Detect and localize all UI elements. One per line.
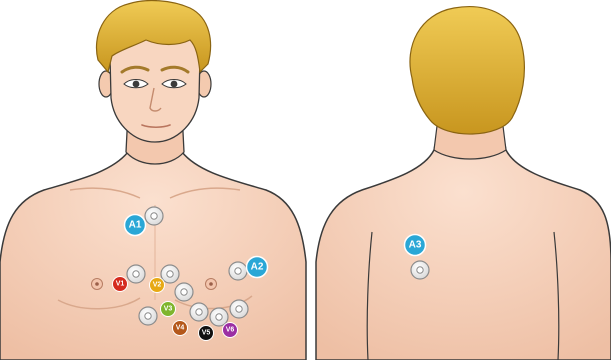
front-torso <box>0 132 306 360</box>
electrode-label-v2: V2 <box>153 282 162 289</box>
back-figure <box>316 7 611 360</box>
electrode-badge-a1: A1 <box>125 215 146 236</box>
electrode-pad-v1 <box>127 265 145 283</box>
electrode-pad-v2 <box>161 265 179 283</box>
electrode-pad-a1 <box>145 207 163 225</box>
electrode-label-a1: A1 <box>129 220 142 231</box>
electrode-badge-a3: A3 <box>405 235 426 256</box>
electrode-badge-v4: V4 <box>173 321 188 336</box>
electrode-badge-v2: V2 <box>150 278 165 293</box>
electrode-label-a2: A2 <box>251 262 264 273</box>
electrode-pad-ref-1 <box>139 307 157 325</box>
electrode-label-v5: V5 <box>202 330 211 337</box>
electrode-label-a3: A3 <box>409 240 422 251</box>
electrode-label-v3: V3 <box>164 306 173 313</box>
front-figure <box>0 1 306 360</box>
electrode-pad-a2 <box>229 262 247 280</box>
back-hair <box>410 7 524 134</box>
electrode-label-v4: V4 <box>176 325 185 332</box>
electrode-label-v1: V1 <box>116 281 125 288</box>
electrode-badge-v1: V1 <box>113 277 128 292</box>
electrode-badge-a2: A2 <box>247 257 268 278</box>
electrode-badge-v5: V5 <box>199 326 214 341</box>
electrode-pad-v4 <box>190 303 208 321</box>
front-nipple-right <box>206 279 217 290</box>
electrode-pad-v3 <box>175 283 193 301</box>
electrode-pad-v5 <box>210 308 228 326</box>
electrode-badge-v6: V6 <box>223 323 238 338</box>
electrode-badge-v3: V3 <box>161 302 176 317</box>
electrode-label-v6: V6 <box>226 327 235 334</box>
electrode-pad-a3 <box>411 261 429 279</box>
electrode-pad-v6 <box>230 300 248 318</box>
front-nipple-left <box>92 279 103 290</box>
